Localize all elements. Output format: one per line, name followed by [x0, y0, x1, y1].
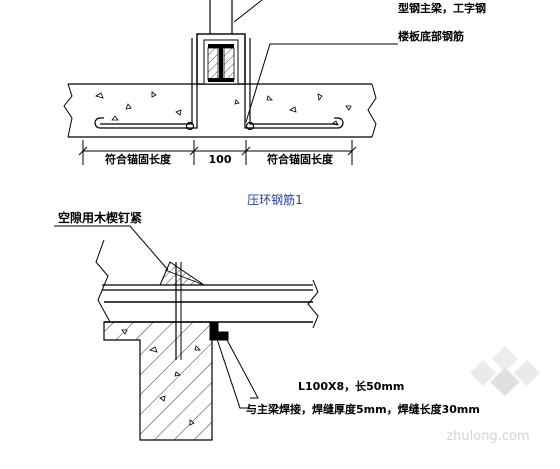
label-angle-steel: L100X8，长50mm	[298, 379, 404, 393]
bottom-leader-lines	[54, 225, 259, 409]
label-slab-rebar: 楼板底部钢筋	[398, 29, 464, 43]
steel-i-beam	[196, 0, 246, 85]
label-weld-spec: 与主梁焊接，焊缝厚度5mm，焊缝长度30mm	[246, 402, 480, 416]
wood-wedge	[159, 261, 206, 286]
angle-steel	[175, 262, 229, 360]
dim-label-right: 符合锚固长度	[267, 152, 334, 166]
top-detail: 型钢主梁，工字钢 楼板底部钢筋 符合锚固长度 100 符合锚固长度 压环钢筋1	[63, 0, 486, 207]
top-leader-lines	[233, 0, 398, 123]
watermark-logo	[470, 346, 540, 396]
beam-flange	[95, 239, 319, 329]
concrete-column	[103, 321, 213, 441]
watermark-text: zhulong.com	[446, 429, 529, 444]
top-concrete-slab	[63, 83, 377, 138]
watermark: zhulong.com	[446, 346, 540, 444]
dim-label-mid: 100	[209, 153, 232, 166]
pressure-ring-rebar	[94, 38, 344, 131]
top-dimension	[78, 140, 357, 165]
label-wood-wedge: 空隙用木楔钉紧	[58, 210, 142, 225]
label-main-beam: 型钢主梁，工字钢	[398, 1, 486, 15]
bottom-detail: 空隙用木楔钉紧 L100X8，长50mm 与主梁焊接，焊缝厚度5mm，焊缝长度3…	[54, 210, 480, 441]
dim-label-left: 符合锚固长度	[105, 152, 172, 166]
caption-pressure-ring: 压环钢筋1	[247, 192, 303, 207]
